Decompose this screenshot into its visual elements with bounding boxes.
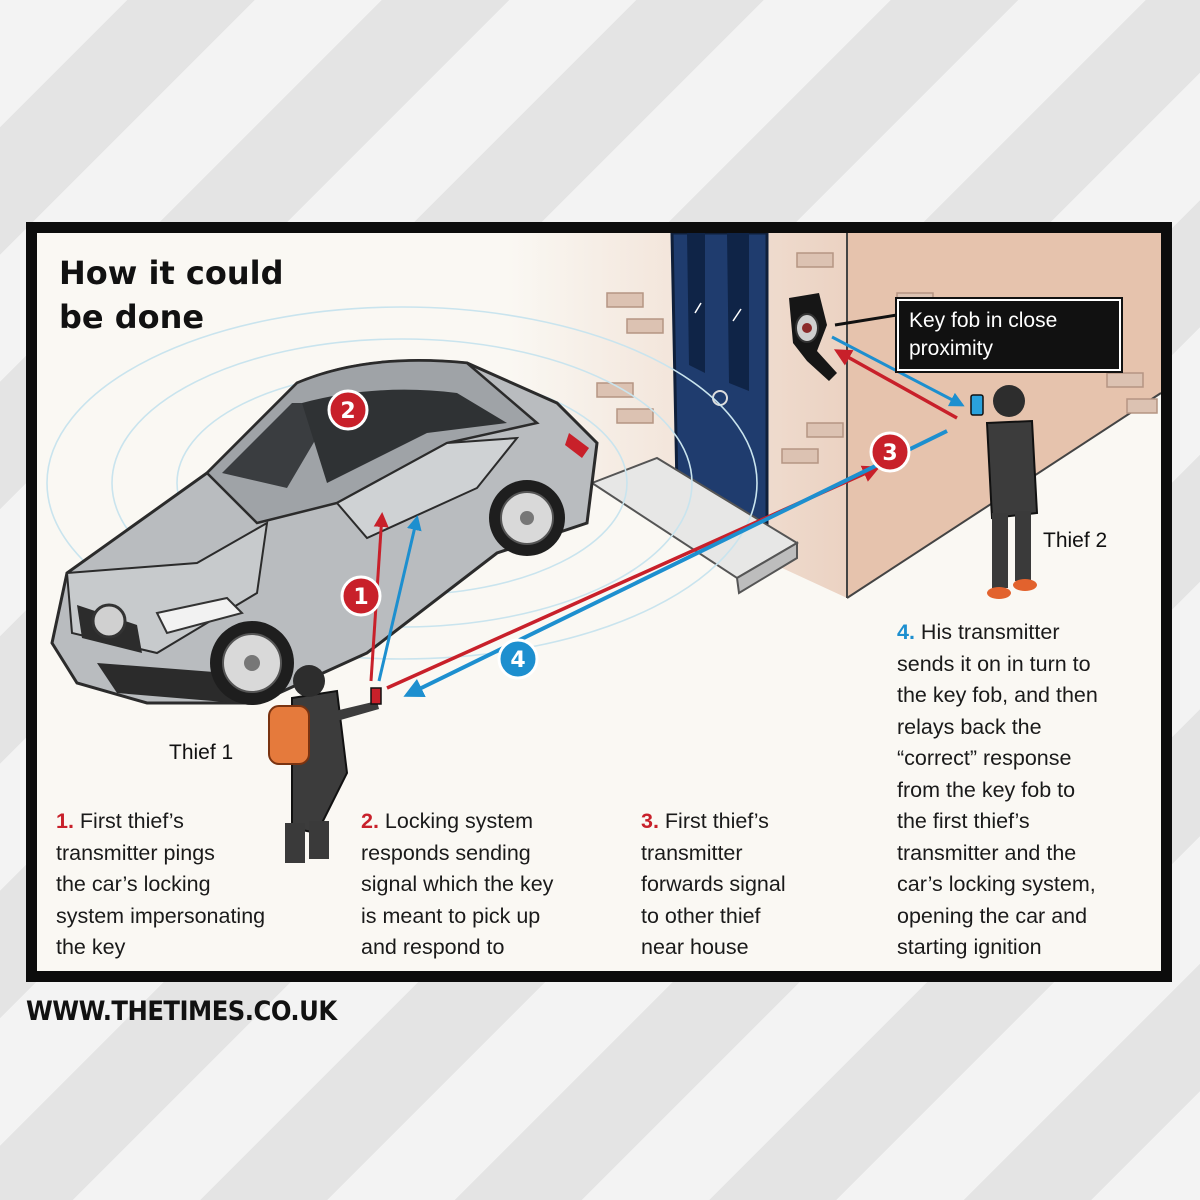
source-credit: WWW.THETIMES.CO.UK (26, 996, 337, 1027)
step-4-line: relays back the (897, 714, 1042, 739)
callout-line-2: proximity (909, 337, 994, 360)
thief-2-figure (970, 385, 1039, 599)
step-4-line: from the key fob to (897, 777, 1076, 802)
svg-text:1: 1 (353, 585, 368, 610)
front-door (670, 233, 769, 526)
bricks (596, 252, 1158, 464)
badge-3: 3 (869, 431, 911, 473)
arrow-from-fob (831, 335, 965, 407)
step-1-line: the car’s locking (56, 872, 211, 896)
step-2-line: and respond to (361, 935, 505, 959)
step-4-number: 4. (897, 620, 915, 644)
arrow-step4 (403, 429, 948, 697)
scene-illustration: 2 1 3 4 (46, 233, 1161, 863)
step-3-number: 3. (641, 809, 659, 833)
title-line-2: be done (59, 298, 205, 336)
step-3-line: forwards signal (641, 872, 786, 896)
step-1-line: First thief’s (79, 809, 184, 833)
step-2-line: is meant to pick up (361, 903, 541, 928)
step-4-line: car’s locking system, (897, 872, 1096, 896)
badge-4: 4 (497, 638, 539, 680)
step-4-line: His transmitter (920, 620, 1060, 644)
step-4-line: “correct” response (897, 746, 1072, 770)
thief-2-label: Thief 2 (1043, 529, 1108, 552)
step-2-number: 2. (361, 809, 379, 833)
step-4-text: 4. His transmitter sends it on in turn t… (897, 617, 1098, 964)
thief-1-figure (268, 665, 382, 863)
diagram-title: How it could be done (59, 251, 359, 339)
step-1-line: system impersonating (56, 903, 266, 928)
arrow-to-fob (833, 349, 958, 420)
step-2-line: responds sending (361, 840, 531, 865)
step-1-line: the key (56, 935, 126, 959)
step-1-line: transmitter pings (56, 840, 215, 865)
step-1-text: 1. First thief’s transmitter pings the c… (56, 806, 265, 964)
badge-2: 2 (327, 389, 369, 431)
arrow-step2 (377, 515, 422, 682)
step-2-line: signal which the key (361, 872, 554, 896)
thief-1-label: Thief 1 (169, 741, 234, 764)
step-3-text: 3. First thief’s transmitter forwards si… (641, 806, 786, 964)
step-2-text: 2. Locking system responds sending signa… (361, 806, 553, 964)
step-3-line: to other thief (641, 903, 761, 928)
infographic-panel: 2 1 3 4 How it could be done Key fob in … (26, 222, 1172, 982)
step-4-line: transmitter and the (897, 840, 1077, 865)
step-2-line: Locking system (384, 809, 534, 833)
title-line-1: How it could (59, 254, 284, 292)
svg-text:4: 4 (510, 648, 525, 673)
svg-text:2: 2 (340, 399, 355, 424)
step-4-line: the first thief’s (897, 809, 1030, 833)
step-1-number: 1. (56, 809, 74, 833)
step-4-line: starting ignition (897, 935, 1042, 959)
key-fob-callout: Key fob in close proximity (895, 297, 1123, 373)
key-fob (789, 293, 898, 381)
step-3-line: near house (641, 935, 749, 959)
svg-text:3: 3 (882, 441, 897, 466)
callout-line-1: Key fob in close (909, 309, 1058, 332)
step-4-line: sends it on in turn to (897, 651, 1091, 676)
step-4-line: opening the car and (897, 903, 1088, 928)
badge-1: 1 (340, 575, 382, 617)
step-3-line: First thief’s (664, 809, 769, 833)
step-badges: 2 1 3 4 (327, 389, 911, 680)
step-4-line: the key fob, and then (897, 683, 1098, 707)
step-3-line: transmitter (641, 840, 743, 865)
